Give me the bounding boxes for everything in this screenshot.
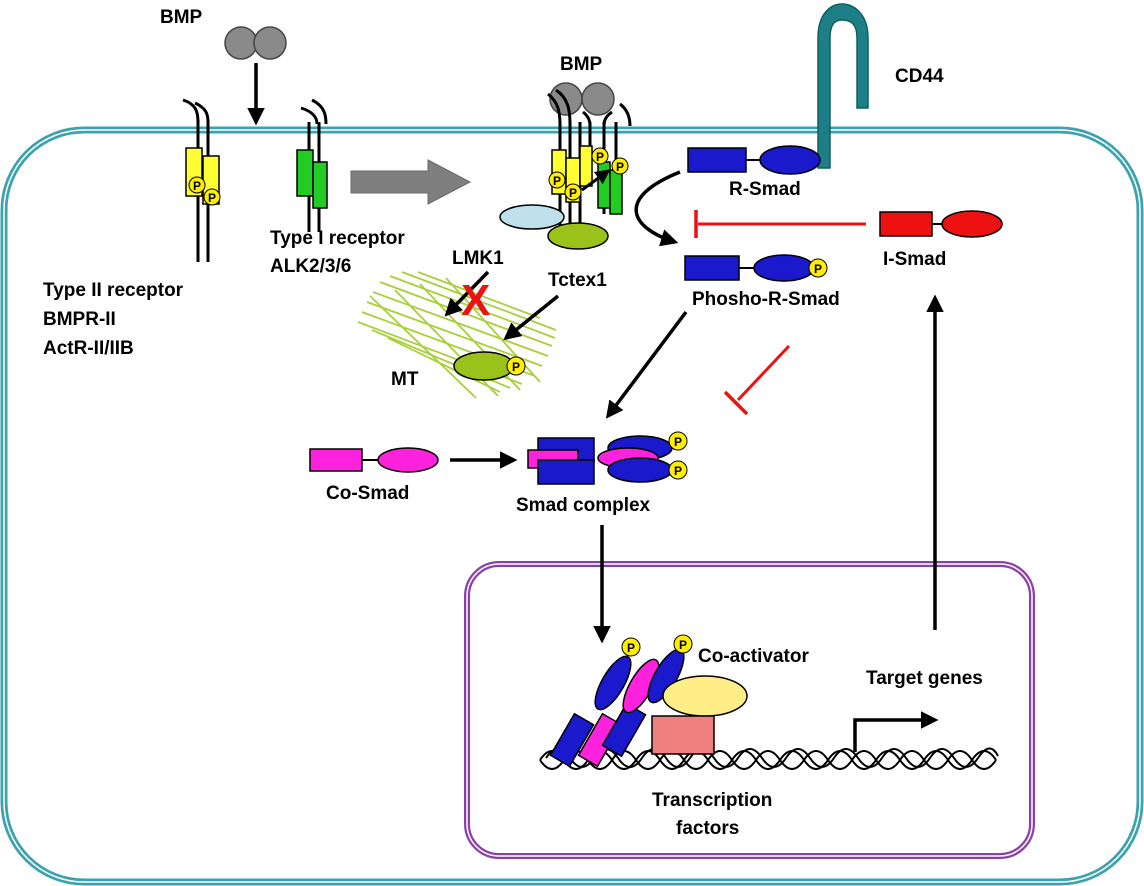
i-smad-inhibits-phosphorylation	[694, 210, 866, 238]
i-smad	[879, 210, 1003, 238]
co-smad-label: Co-Smad	[326, 483, 409, 504]
r-smad-phosphorylation-arrow	[634, 170, 681, 247]
nucleus-membrane	[464, 561, 1035, 859]
svg-text:P: P	[208, 191, 216, 205]
transcription-start-arrow	[853, 711, 939, 752]
cd44-label: CD44	[895, 66, 944, 87]
phospho-group: P	[564, 183, 582, 201]
tctex1-label: Tctex1	[548, 270, 607, 291]
phospho-group: P	[611, 157, 629, 175]
cd44-receptor	[817, 3, 869, 169]
svg-text:P: P	[674, 435, 682, 449]
phospho-r-smad-label: Phosho-R-Smad	[692, 289, 840, 310]
type2-bmpr-label: BMPR-II	[43, 309, 116, 330]
type1-receptor-label: Type I receptor	[270, 228, 405, 249]
phospho-r-smad: P	[684, 254, 828, 282]
svg-text:P: P	[553, 174, 561, 188]
tctex1-protein	[547, 222, 609, 250]
r-smad-to-complex-arrow	[605, 310, 688, 419]
phospho-group: P	[621, 637, 641, 657]
smad-complex-label: Smad complex	[516, 495, 651, 516]
type2-actr-label: ActR-II/IIB	[43, 338, 134, 359]
svg-text:P: P	[616, 160, 624, 174]
phospho-tctex1-on-mt: P	[453, 351, 526, 381]
type1-receptor	[296, 98, 328, 232]
activation-arrow	[350, 159, 472, 205]
phospho-group: P	[668, 431, 688, 451]
i-smad-label: I-Smad	[883, 249, 946, 270]
cell-membrane	[0, 126, 1144, 886]
receptor-phosphorylation-arrow	[581, 169, 611, 192]
bmp-label-top: BMP	[160, 7, 203, 28]
bmp-label-complex: BMP	[560, 54, 603, 75]
target-genes-label: Target genes	[866, 668, 983, 689]
transcription-factors-label: Transcription	[652, 790, 772, 811]
tctex1-to-mt-arrow	[503, 294, 560, 341]
smad-complex	[527, 435, 673, 485]
dna-helix	[539, 747, 999, 770]
phospho-group: P	[188, 176, 206, 194]
mt-label: MT	[391, 369, 419, 390]
svg-text:P: P	[679, 638, 687, 652]
co-activator	[662, 675, 748, 717]
bmp-ligand-top	[224, 26, 287, 60]
transcription-factor	[651, 715, 715, 755]
phospho-group: P	[673, 634, 693, 654]
phospho-group: P	[668, 460, 688, 480]
r-smad	[687, 145, 821, 175]
svg-text:P: P	[814, 262, 822, 276]
lmk1-to-mt-arrow	[444, 270, 490, 317]
co-smad	[309, 447, 439, 473]
microtubules	[357, 271, 557, 399]
svg-text:P: P	[512, 360, 520, 374]
svg-text:P: P	[569, 186, 577, 200]
type2-receptor-label: Type II receptor	[43, 280, 184, 301]
phospho-group: P	[548, 171, 566, 189]
lmk1-protein	[499, 204, 565, 230]
svg-text:P: P	[596, 150, 604, 164]
lmk1-label: LMK1	[452, 248, 504, 269]
phospho-group: P	[203, 188, 221, 206]
co-activator-label: Co-activator	[698, 646, 809, 667]
transcription-factors-label-2: factors	[676, 818, 739, 839]
lmk1-inhibited-mark: X	[461, 276, 490, 325]
i-smad-inhibits-complex	[723, 344, 791, 416]
type1-receptor-alk-label: ALK2/3/6	[270, 256, 351, 277]
svg-text:P: P	[193, 179, 201, 193]
svg-text:P: P	[627, 641, 635, 655]
svg-text:P: P	[674, 464, 682, 478]
r-smad-label: R-Smad	[729, 179, 801, 200]
phospho-group: P	[591, 147, 609, 165]
